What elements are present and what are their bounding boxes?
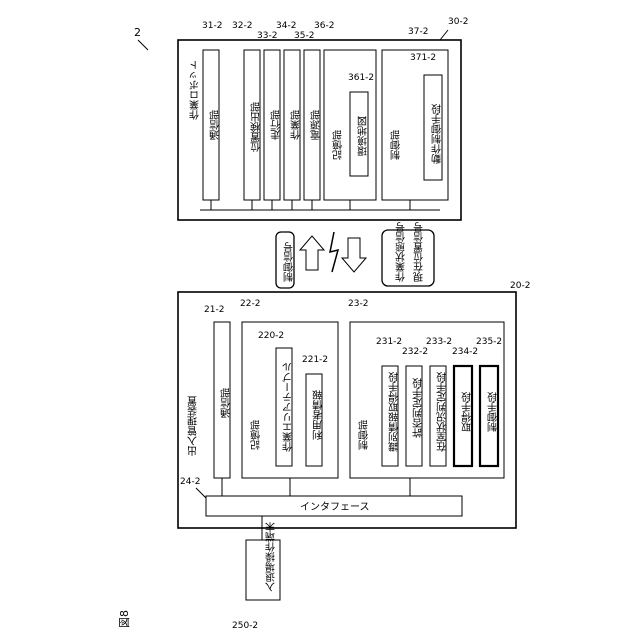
robot-title: 作業ロボット [190, 60, 202, 120]
permit-judge-label: 許否判定手段 [413, 377, 425, 439]
status-signal-label-1: 作業状態信号 [396, 221, 408, 282]
interface-label: インタフェース [300, 501, 370, 513]
manager-title: 出入管理装置 [188, 396, 200, 457]
robot-motion-label: 動作制御手段 [432, 103, 444, 165]
id-acquire-ref: 231-2 [376, 337, 402, 347]
manager-control-ref: 23-2 [348, 299, 368, 309]
robot-comm-label: 通信部 [210, 109, 222, 140]
robot-comm-ref: 31-2 [202, 21, 222, 31]
signal-down-arrow [342, 238, 366, 272]
manager-ref: 20-2 [510, 281, 530, 291]
terminal-ref: 250-2 [232, 621, 258, 631]
wireless-bolt-icon [330, 232, 338, 272]
work-area-table-ref: 220-2 [258, 331, 284, 341]
permit-judge-ref: 232-2 [402, 347, 428, 357]
manager-comm-label: 通信部 [221, 387, 233, 418]
work-area-table-label: 作業エリアテーブル [283, 362, 295, 452]
control-signal-label: 制御信号 [284, 241, 296, 283]
manager-storage-ref: 22-2 [240, 299, 260, 309]
occupancy-judge-ref: 233-2 [426, 337, 452, 347]
robot-travel-ref: 33-2 [257, 31, 277, 41]
figure-label: 図8 [118, 610, 131, 628]
system-ref: 2 [134, 26, 141, 39]
occupancy-judge-label: 在室状況判定手段 [437, 371, 449, 452]
user-info-label: 利用者情報 [313, 389, 325, 440]
robot-storage-ref: 36-2 [314, 21, 334, 31]
robot-power-ref: 35-2 [294, 31, 314, 41]
manager-control-label: 制御部 [359, 419, 371, 451]
robot-ref: 30-2 [448, 17, 468, 27]
robot-position-label: 位置検出部 [251, 101, 263, 153]
robot-work-ref: 34-2 [276, 21, 296, 31]
acquire-ref: 234-2 [452, 347, 478, 357]
status-signal-label-2: 現在位置信号 [414, 221, 426, 282]
robot-storage-label: 記憶部 [333, 129, 345, 161]
robot-map-label: 環境地図 [358, 116, 370, 156]
manager-comm-ref: 21-2 [204, 305, 224, 315]
interface-ref: 24-2 [180, 477, 200, 487]
robot-map-ref: 361-2 [348, 73, 374, 83]
robot-motion-ref: 371-2 [410, 53, 436, 63]
robot-control-label: 制御部 [391, 129, 403, 161]
user-info-ref: 221-2 [302, 355, 328, 365]
system-ref-arrow [138, 40, 148, 50]
manager-storage-label: 記憶部 [251, 419, 263, 451]
signal-up-arrow [300, 236, 324, 270]
control-means-ref: 235-2 [476, 337, 502, 347]
robot-work-label: 作業部 [291, 109, 303, 140]
robot-position-ref: 32-2 [232, 21, 252, 31]
robot-power-label: 電源部 [311, 109, 323, 140]
acquire-label: 取得手段 [462, 391, 474, 432]
robot-control-ref: 37-2 [408, 27, 428, 37]
robot-travel-label: 走行部 [271, 109, 283, 140]
control-means-label: 制御手段 [488, 391, 500, 433]
interface-leader [196, 488, 206, 498]
robot-ref-leader [440, 30, 448, 40]
id-acquire-label: 識別情報取得手段 [389, 371, 401, 453]
terminal-label: 入退場操作端末 [266, 521, 278, 592]
